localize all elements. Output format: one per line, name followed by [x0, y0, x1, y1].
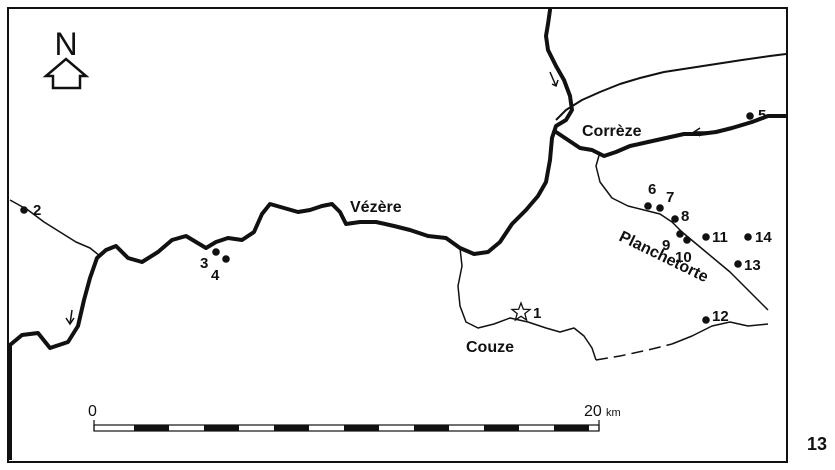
site-dot: [702, 233, 710, 241]
site-dot: [744, 233, 752, 241]
flow-arrow-icon: [65, 309, 75, 326]
scale-end-label: 20: [584, 403, 602, 420]
site-label-5: 5: [758, 107, 766, 124]
site-label-6: 6: [648, 181, 656, 198]
site-dot: [20, 206, 28, 214]
site-dot: [734, 260, 742, 268]
scale-unit-label: km: [606, 407, 621, 419]
site-label-12: 12: [712, 308, 729, 325]
river-label-couze: Couze: [466, 339, 514, 356]
site-label-1: 1: [533, 305, 541, 322]
star-icon: [510, 301, 532, 322]
site-dot: [222, 255, 230, 263]
site-dot: [683, 236, 691, 244]
flow-arrow-icon: [549, 71, 559, 88]
north-label: N: [54, 26, 77, 62]
site-label-2: 2: [33, 202, 41, 219]
figure-number: 13: [807, 434, 827, 454]
site-label-13: 13: [744, 257, 761, 274]
site-label-10: 10: [675, 249, 692, 266]
scale-start-label: 0: [88, 403, 97, 420]
west-stream: [9, 199, 101, 257]
couze-stream-east: [671, 321, 769, 345]
planchetorte-stream: [595, 151, 769, 311]
site-dot: [702, 316, 710, 324]
correze-north-stream: [555, 53, 787, 121]
vezere-river: [8, 8, 574, 350]
scale-bar: [93, 420, 600, 432]
north-arrow-icon: [42, 57, 90, 90]
site-markers: 2 3 4 1 5 6 7 8 9 10 11 14 13 12: [20, 107, 772, 325]
site-dot: [671, 215, 679, 223]
site-dot: [676, 230, 684, 238]
site-label-14: 14: [755, 229, 772, 246]
site-label-4: 4: [211, 267, 220, 284]
site-label-3: 3: [200, 255, 208, 272]
site-label-11: 11: [712, 229, 728, 246]
correze-river: [554, 114, 787, 158]
couze-stream-upper: [595, 343, 673, 361]
site-label-7: 7: [666, 189, 674, 206]
site-dot: [212, 248, 220, 256]
site-label-9: 9: [662, 237, 670, 254]
site-dot: [644, 202, 652, 210]
flow-arrow-icon: [692, 127, 712, 137]
site-dot: [746, 112, 754, 120]
site-dot: [656, 204, 664, 212]
river-label-correze: Corrèze: [582, 123, 642, 140]
site-label-8: 8: [681, 208, 689, 225]
couze-stream: [457, 247, 597, 361]
map-frame: [7, 7, 788, 463]
river-label-vezere: Vézère: [350, 199, 402, 216]
